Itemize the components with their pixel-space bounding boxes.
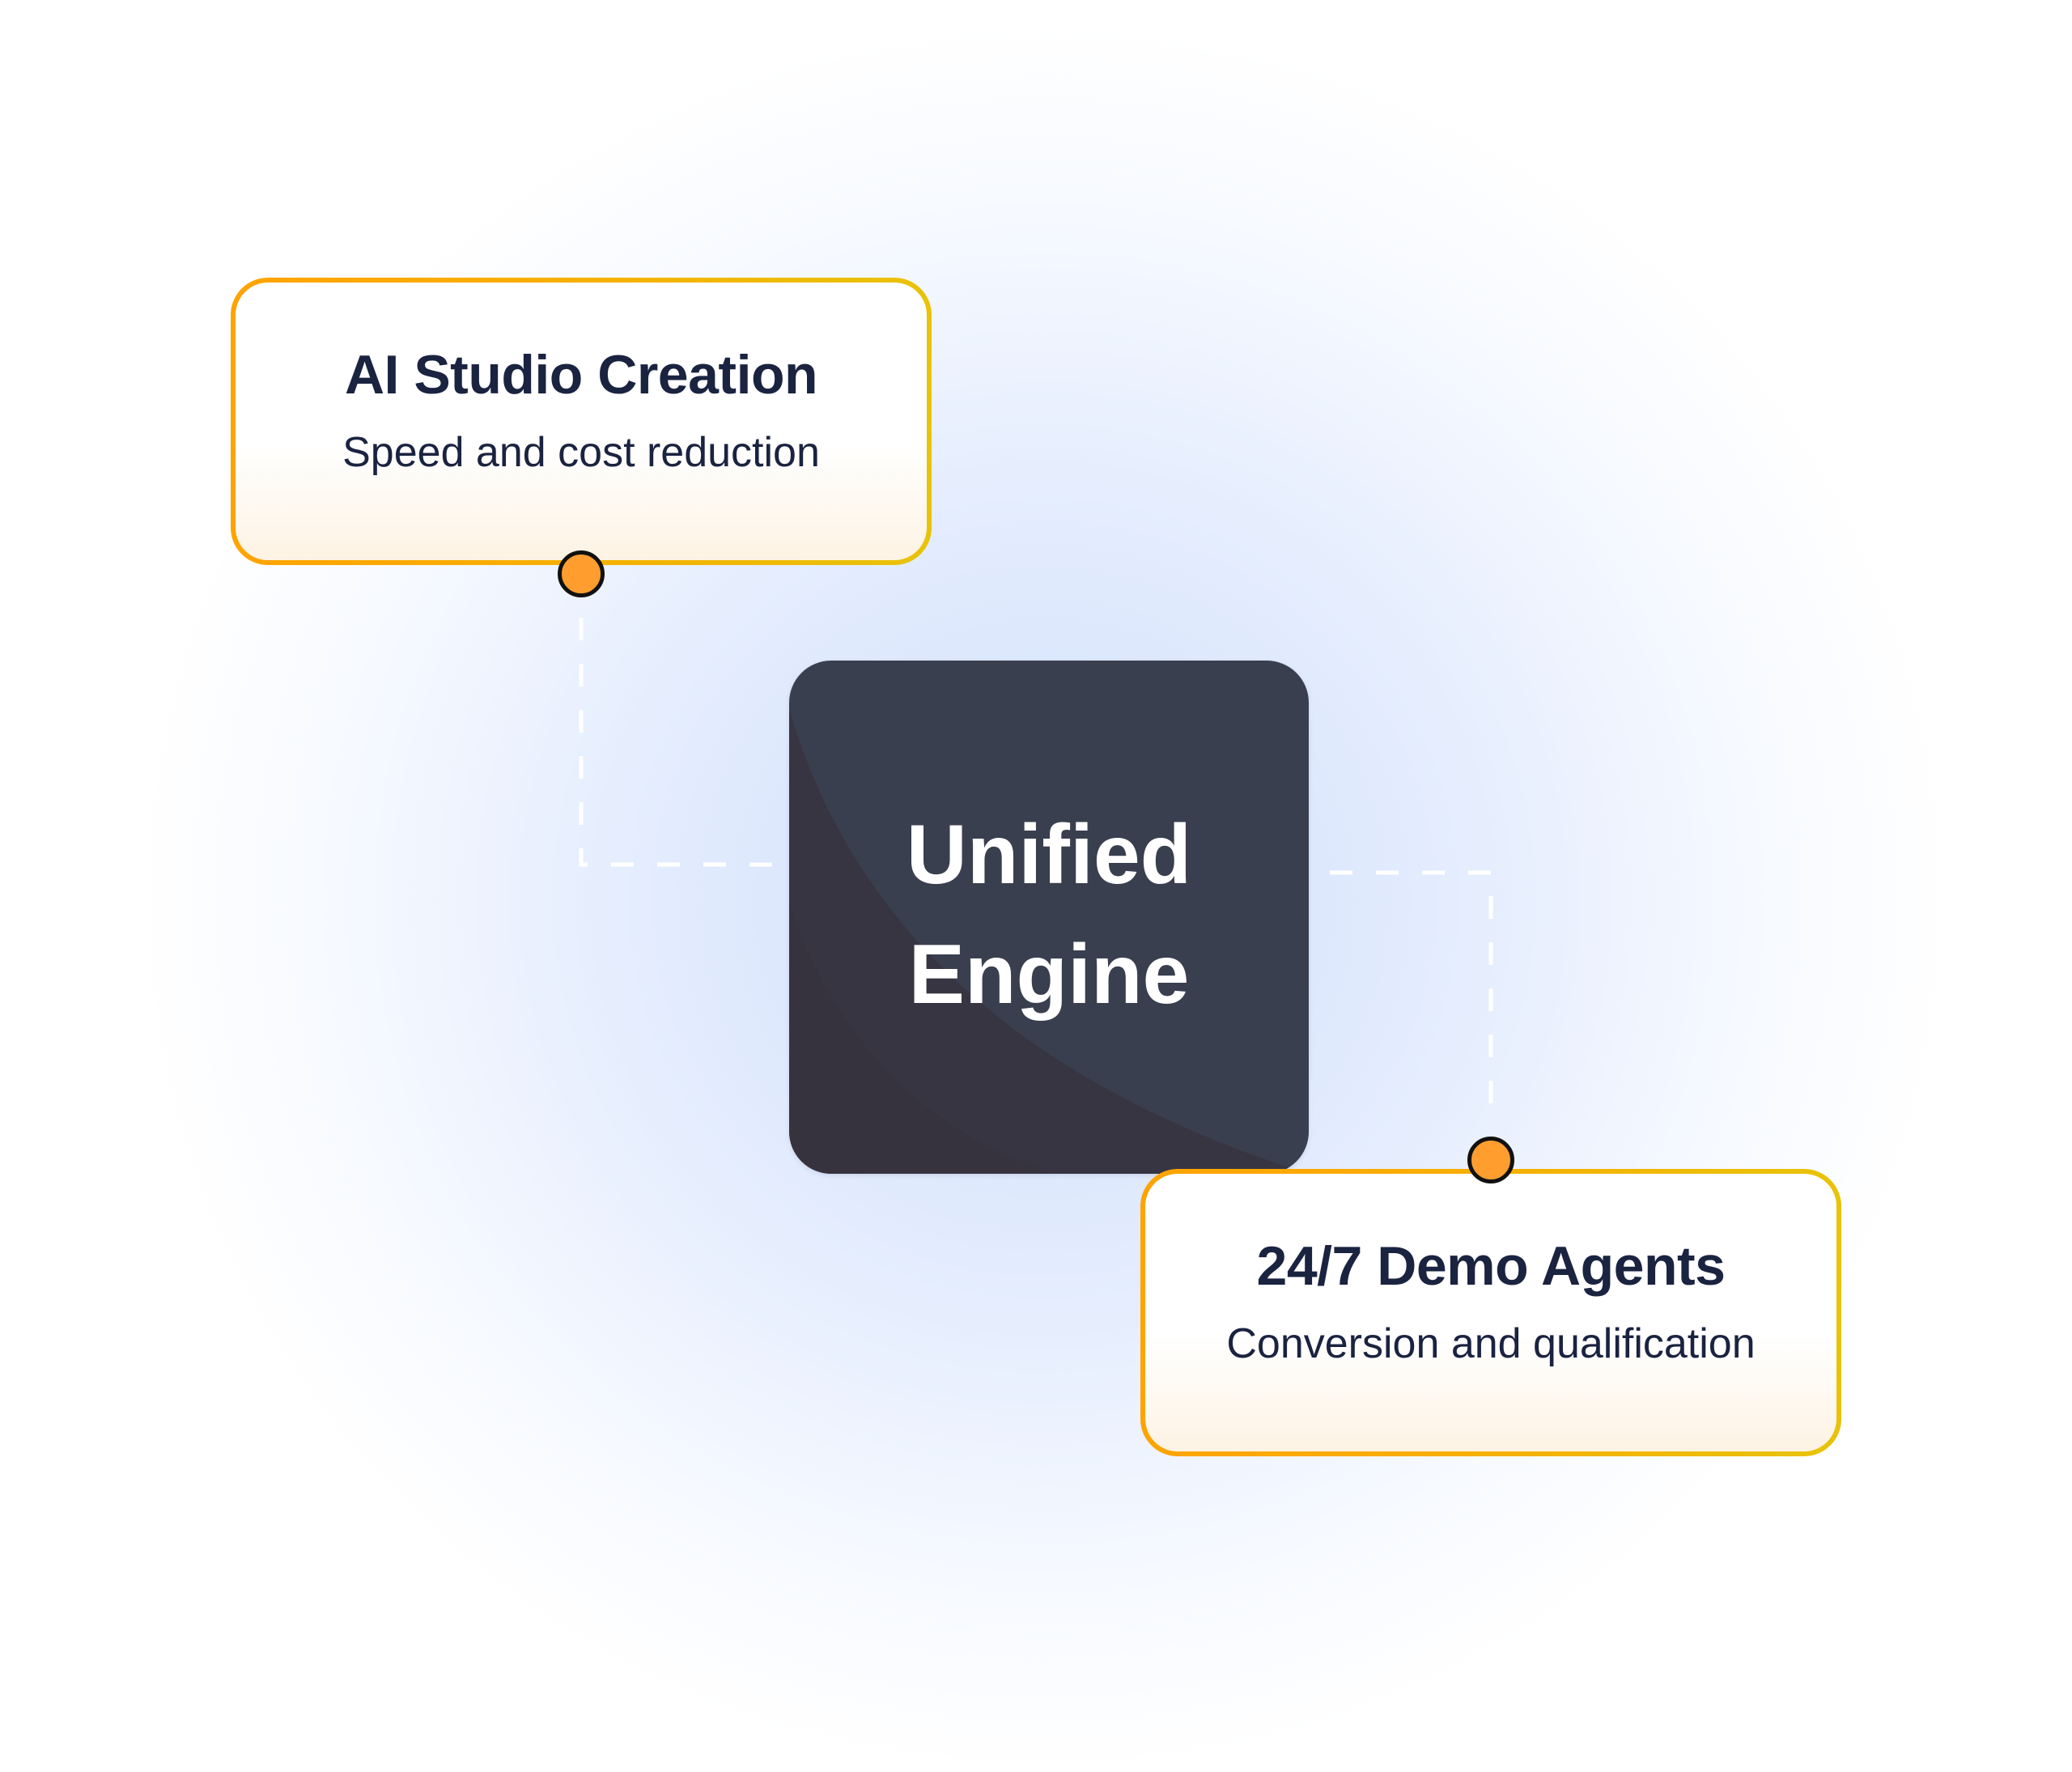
node-title: 24/7 Demo Agents <box>1256 1235 1726 1297</box>
engine-label: Unified Engine <box>789 661 1309 1174</box>
connector-dot-icon <box>1467 1137 1514 1183</box>
node-card-body: 24/7 Demo Agents Conversion and qualific… <box>1145 1174 1836 1451</box>
node-card-body: AI Studio Creation Speed and cost reduct… <box>236 283 927 560</box>
node-unified-engine: Unified Engine <box>789 661 1309 1174</box>
engine-label-line1: Unified <box>906 808 1192 902</box>
engine-shade-decoration <box>789 709 1309 1174</box>
connector-engine-to-demo-agents <box>1330 870 1493 1125</box>
node-subtitle: Conversion and qualification <box>1226 1320 1756 1367</box>
node-demo-agents: 24/7 Demo Agents Conversion and qualific… <box>1140 1169 1841 1456</box>
connector-ai-studio-to-engine <box>579 618 774 867</box>
node-subtitle: Speed and cost reduction <box>342 429 820 476</box>
node-ai-studio-creation: AI Studio Creation Speed and cost reduct… <box>231 278 932 565</box>
engine-label-line2: Engine <box>908 928 1190 1022</box>
connector-dot-icon <box>558 550 605 597</box>
node-title: AI Studio Creation <box>344 344 818 406</box>
